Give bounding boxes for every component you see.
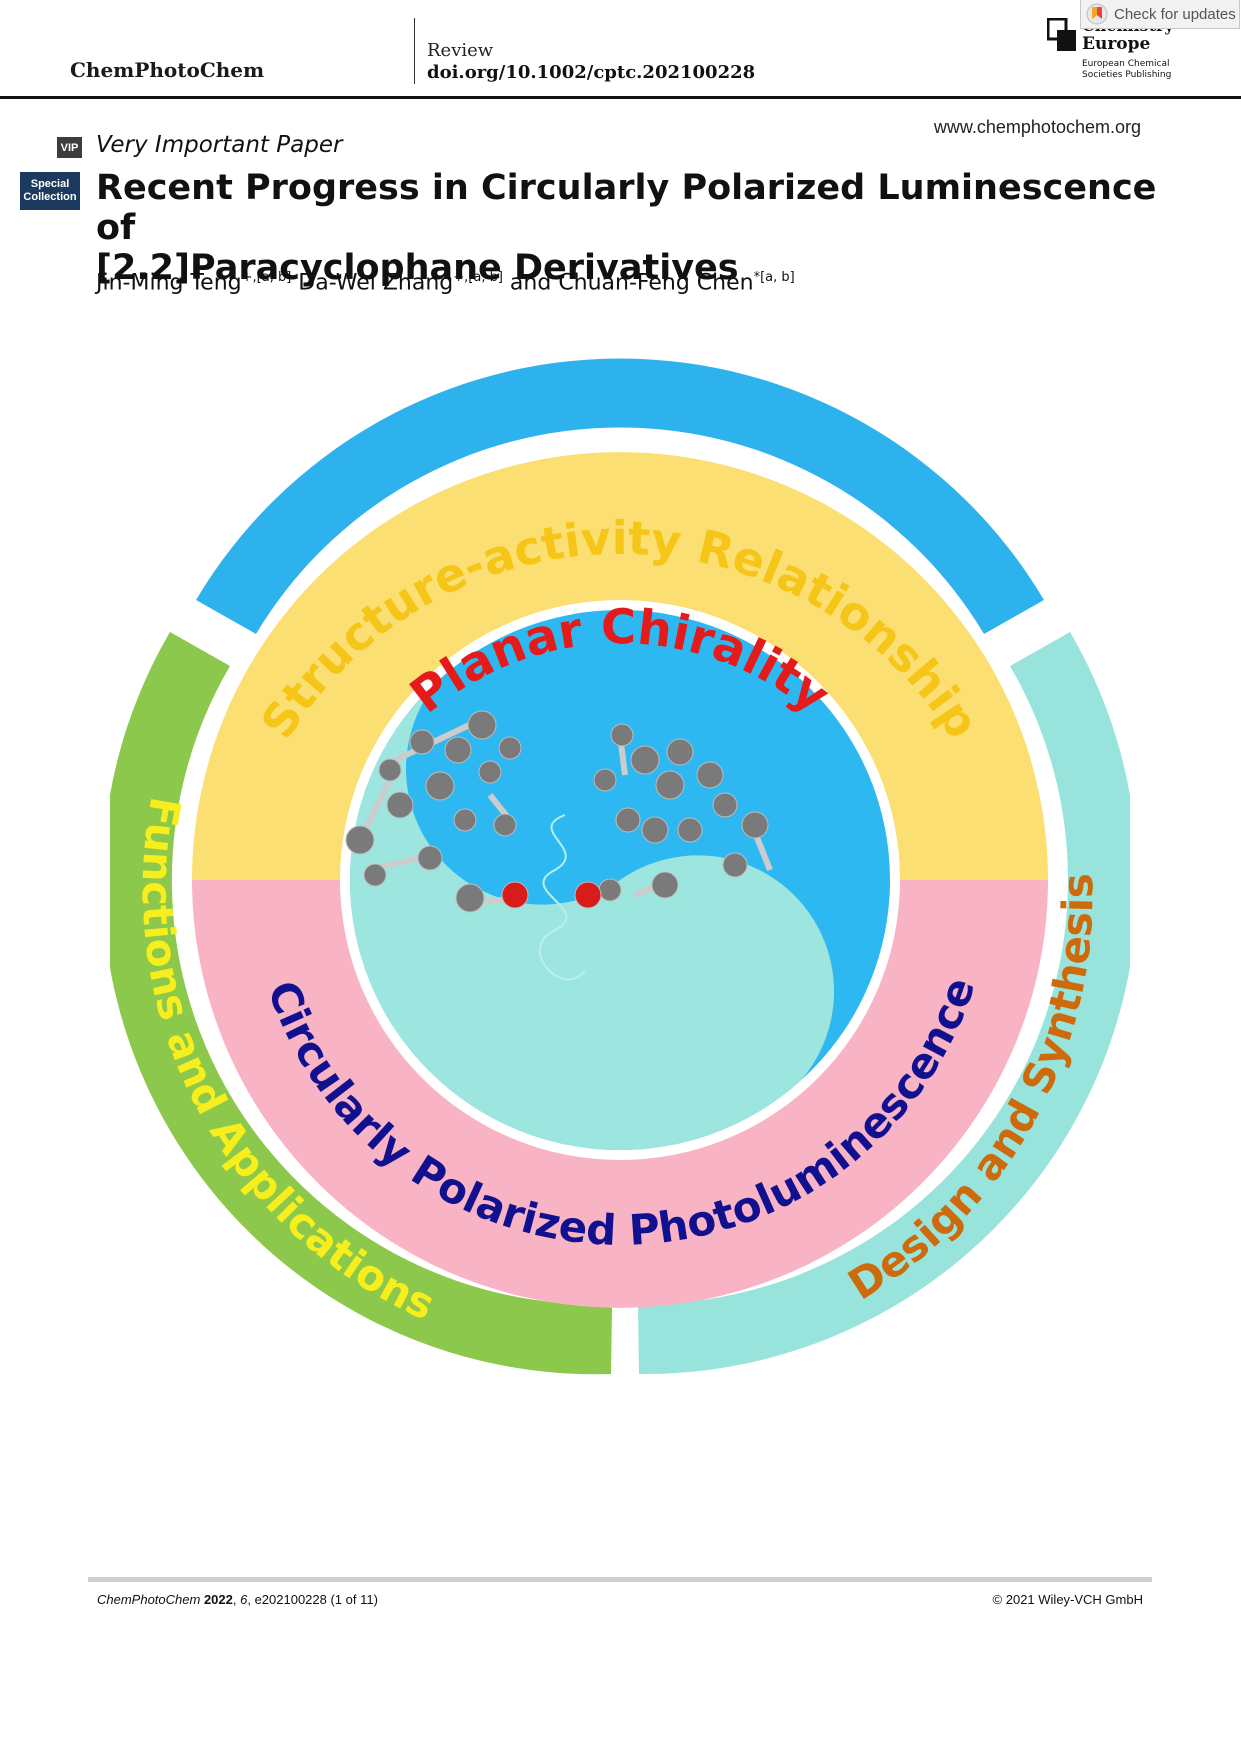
outer-ring-top bbox=[196, 358, 1044, 634]
ring-pink-half bbox=[192, 880, 1048, 1308]
footer-rule bbox=[88, 1577, 1152, 1582]
citation-volume: 6 bbox=[240, 1592, 248, 1607]
citation-year: 2022 bbox=[203, 1592, 233, 1607]
author-affiliation: *[a, b] bbox=[753, 270, 795, 285]
vip-badge: VIP bbox=[57, 137, 82, 158]
vip-label: Very Important Paper bbox=[96, 132, 343, 158]
outer-ring-left bbox=[110, 632, 612, 1375]
header-divider bbox=[414, 18, 415, 84]
paracyclophane-molecule-left bbox=[345, 710, 529, 913]
publisher-sub-line1: European Chemical bbox=[1082, 59, 1170, 69]
article-title: Recent Progress in Circularly Polarized … bbox=[96, 168, 1196, 288]
author-affiliation: +,[a, b] bbox=[453, 270, 503, 285]
paracyclophane-molecule-right bbox=[574, 723, 773, 909]
copyright: © 2021 Wiley-VCH GmbH bbox=[992, 1592, 1143, 1607]
author-name: Jin-Ming Teng bbox=[96, 270, 242, 296]
doi-link[interactable]: doi.org/10.1002/cptc.202100228 bbox=[427, 62, 756, 83]
citation: ChemPhotoChem 2022, 6, e202100228 (1 of … bbox=[97, 1592, 378, 1607]
author-affiliation: +,[a, b] bbox=[241, 270, 292, 285]
article-type: Review bbox=[427, 40, 494, 61]
special-collection-badge: Special Collection bbox=[20, 172, 80, 210]
light-helix-icon bbox=[509, 659, 556, 826]
header-rule bbox=[0, 96, 1241, 99]
journal-website-link[interactable]: www.chemphotochem.org bbox=[933, 117, 1141, 137]
journal-name: ChemPhotoChem bbox=[70, 58, 265, 82]
check-for-updates-button[interactable]: Check for updates bbox=[1080, 0, 1240, 29]
publisher-name-line2: Europe bbox=[1082, 34, 1151, 54]
graphical-abstract: Structure-activity Relationship Function… bbox=[110, 358, 1130, 1375]
special-collection-line2: Collection bbox=[23, 191, 77, 203]
article-title-line1: Recent Progress in Circularly Polarized … bbox=[96, 168, 1157, 248]
author-list: Jin-Ming Teng+,[a, b] Da-Wei Zhang+,[a, … bbox=[96, 270, 795, 295]
special-collection-line1: Special bbox=[30, 178, 70, 190]
crossmark-icon bbox=[1086, 3, 1108, 25]
author-joiner: and bbox=[509, 270, 552, 296]
author-name: Chuan-Feng Chen bbox=[558, 270, 754, 296]
chemistry-europe-logo-icon bbox=[1047, 18, 1076, 51]
ring-yellow-half bbox=[192, 452, 1048, 880]
outer-ring-right bbox=[638, 632, 1130, 1375]
citation-pages: , e202100228 (1 of 11) bbox=[247, 1592, 378, 1607]
citation-journal: ChemPhotoChem bbox=[97, 1592, 201, 1607]
publisher-subtitle: European Chemical Societies Publishing bbox=[1082, 59, 1202, 81]
author-name: Da-Wei Zhang bbox=[298, 270, 454, 296]
check-for-updates-label: Check for updates bbox=[1114, 5, 1236, 23]
publisher-sub-line2: Societies Publishing bbox=[1082, 70, 1172, 80]
article-title-line2: [2.2]Paracyclophane Derivatives bbox=[96, 248, 739, 288]
light-helix-icon bbox=[539, 814, 586, 981]
